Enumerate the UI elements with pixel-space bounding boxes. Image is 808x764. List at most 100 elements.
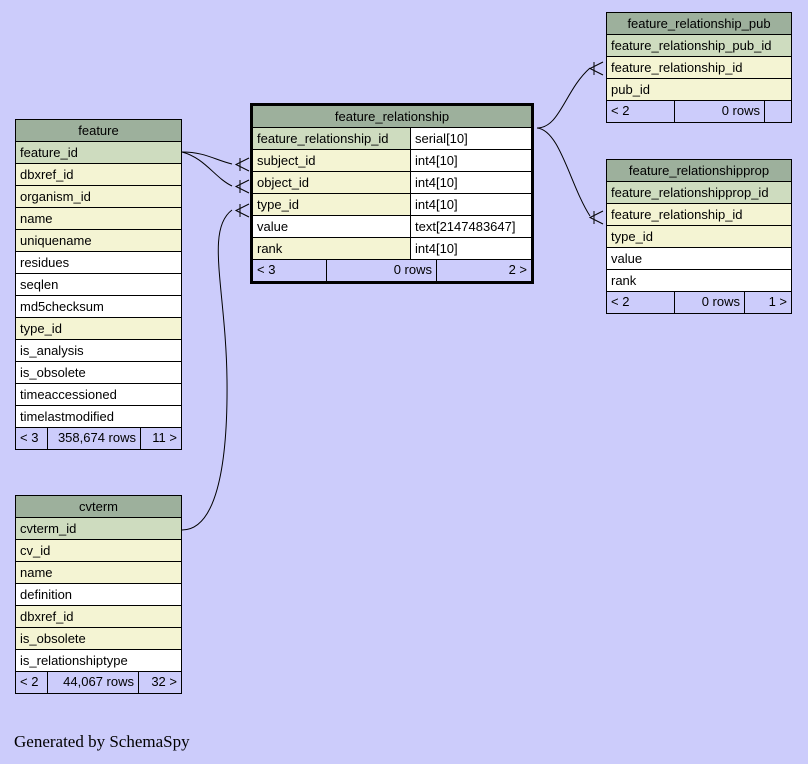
footer-parents-link[interactable]: < 2 — [16, 672, 48, 693]
table-row[interactable]: subject_id int4[10] — [253, 150, 531, 172]
edge-feature-to-object_id — [181, 151, 233, 187]
footer-parents-link[interactable]: < 3 — [253, 260, 327, 281]
table-row[interactable]: cv_id — [16, 540, 181, 562]
column-name: dbxref_id — [16, 606, 181, 627]
table-row[interactable]: type_id — [16, 318, 181, 340]
table-row[interactable]: definition — [16, 584, 181, 606]
footer-parents-link[interactable]: < 2 — [607, 292, 675, 313]
table-row[interactable]: is_analysis — [16, 340, 181, 362]
column-name: value — [253, 216, 410, 237]
column-name: dbxref_id — [16, 164, 181, 185]
footer-parents-link[interactable]: < 2 — [607, 101, 675, 122]
column-name: is_obsolete — [16, 628, 181, 649]
table-row[interactable]: rank — [607, 270, 791, 292]
column-name: feature_relationship_id — [253, 128, 410, 149]
table-row[interactable]: md5checksum — [16, 296, 181, 318]
table-feature-title: feature — [16, 120, 181, 142]
table-row[interactable]: feature_relationshipprop_id — [607, 182, 791, 204]
table-row[interactable]: feature_relationship_id — [607, 204, 791, 226]
table-row[interactable]: organism_id — [16, 186, 181, 208]
table-row[interactable]: value text[2147483647] — [253, 216, 531, 238]
footer-parents-link[interactable]: < 3 — [16, 428, 48, 449]
footer-row-count: 0 rows — [327, 260, 437, 281]
table-row[interactable]: rank int4[10] — [253, 238, 531, 260]
column-type: int4[10] — [410, 194, 531, 215]
table-feature-relationship[interactable]: feature_relationship feature_relationshi… — [250, 103, 534, 284]
table-row[interactable]: feature_id — [16, 142, 181, 164]
table-cvterm[interactable]: cvterm cvterm_id cv_id name definition d… — [15, 495, 182, 694]
edge-fr-to-frpub — [536, 67, 591, 129]
column-name: type_id — [16, 318, 181, 339]
table-feature-relationship-columns: feature_relationship_id serial[10] subje… — [253, 128, 531, 260]
column-name: organism_id — [16, 186, 181, 207]
table-row[interactable]: feature_relationship_id serial[10] — [253, 128, 531, 150]
column-name: seqlen — [16, 274, 181, 295]
column-name: object_id — [253, 172, 410, 193]
table-feature-relationship-footer: < 3 0 rows 2 > — [253, 260, 531, 281]
generated-by-label: Generated by SchemaSpy — [14, 732, 190, 751]
column-name: feature_relationshipprop_id — [607, 182, 791, 203]
column-name: feature_id — [16, 142, 181, 163]
table-feature-columns: feature_id dbxref_id organism_id name un… — [16, 142, 181, 428]
table-feature-relationship-pub[interactable]: feature_relationship_pub feature_relatio… — [606, 12, 792, 123]
column-type: int4[10] — [410, 172, 531, 193]
crowsfoot-object_id — [234, 179, 250, 194]
table-cvterm-footer: < 2 44,067 rows 32 > — [16, 672, 181, 693]
footer-row-count: 0 rows — [675, 292, 745, 313]
footer-children-link[interactable]: 11 > — [152, 430, 177, 445]
edge-fr-to-frprop — [536, 127, 591, 217]
table-row[interactable]: is_obsolete — [16, 362, 181, 384]
table-feature-relationshipprop-title: feature_relationshipprop — [607, 160, 791, 182]
edge-cvterm-to-type_id — [181, 209, 233, 531]
column-name: type_id — [607, 226, 791, 247]
footer-children-link[interactable] — [765, 101, 791, 122]
table-row[interactable]: residues — [16, 252, 181, 274]
column-name: is_relationshiptype — [16, 650, 181, 671]
table-row[interactable]: type_id int4[10] — [253, 194, 531, 216]
table-row[interactable]: dbxref_id — [16, 606, 181, 628]
table-row[interactable]: is_obsolete — [16, 628, 181, 650]
table-row[interactable]: timelastmodified — [16, 406, 181, 428]
column-name: cv_id — [16, 540, 181, 561]
table-row[interactable]: dbxref_id — [16, 164, 181, 186]
table-row[interactable]: name — [16, 562, 181, 584]
table-row[interactable]: uniquename — [16, 230, 181, 252]
table-row[interactable]: name — [16, 208, 181, 230]
column-name: is_obsolete — [16, 362, 181, 383]
column-type: serial[10] — [410, 128, 531, 149]
table-row[interactable]: type_id — [607, 226, 791, 248]
column-name: timeaccessioned — [16, 384, 181, 405]
footer-children-link[interactable]: 1 > — [768, 294, 787, 309]
table-row[interactable]: cvterm_id — [16, 518, 181, 540]
footer-children-link[interactable]: 32 > — [151, 674, 177, 689]
column-type: int4[10] — [410, 150, 531, 171]
column-name: definition — [16, 584, 181, 605]
table-row[interactable]: feature_relationship_id — [607, 57, 791, 79]
table-feature[interactable]: feature feature_id dbxref_id organism_id… — [15, 119, 182, 450]
footer-children-link[interactable]: 2 > — [508, 262, 527, 277]
column-type: text[2147483647] — [410, 216, 531, 237]
crowsfoot-frprop — [588, 210, 604, 225]
table-feature-relationship-pub-title: feature_relationship_pub — [607, 13, 791, 35]
table-feature-relationshipprop-footer: < 2 0 rows 1 > — [607, 292, 791, 313]
table-feature-relationship-title: feature_relationship — [253, 106, 531, 128]
footer-row-count: 44,067 rows — [48, 672, 139, 693]
table-row[interactable]: value — [607, 248, 791, 270]
column-type: int4[10] — [410, 238, 531, 259]
table-row[interactable]: timeaccessioned — [16, 384, 181, 406]
table-row[interactable]: object_id int4[10] — [253, 172, 531, 194]
table-row[interactable]: feature_relationship_pub_id — [607, 35, 791, 57]
table-row[interactable]: is_relationshiptype — [16, 650, 181, 672]
edge-feature-to-subject_id — [181, 151, 233, 165]
column-name: timelastmodified — [16, 406, 181, 427]
table-feature-relationship-pub-footer: < 2 0 rows — [607, 101, 791, 122]
table-feature-relationship-pub-columns: feature_relationship_pub_id feature_rela… — [607, 35, 791, 101]
footer-row-count: 358,674 rows — [48, 428, 141, 449]
column-name: rank — [607, 270, 791, 291]
table-feature-relationshipprop-columns: feature_relationshipprop_id feature_rela… — [607, 182, 791, 292]
column-name: feature_relationship_pub_id — [607, 35, 791, 56]
table-feature-relationshipprop[interactable]: feature_relationshipprop feature_relatio… — [606, 159, 792, 314]
table-row[interactable]: pub_id — [607, 79, 791, 101]
table-row[interactable]: seqlen — [16, 274, 181, 296]
